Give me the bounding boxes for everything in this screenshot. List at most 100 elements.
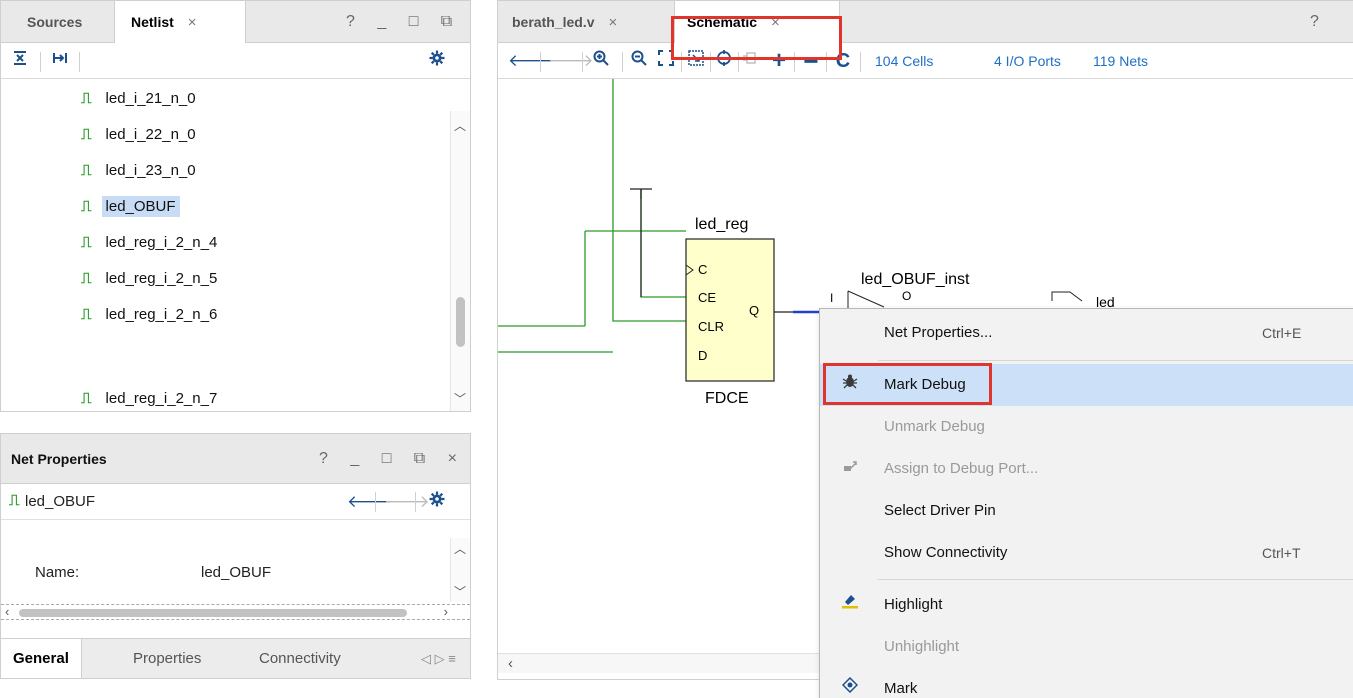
green-wires[interactable] xyxy=(498,79,686,353)
tab-berath-led[interactable]: berath_led.v × xyxy=(498,1,674,43)
toolbar-divider xyxy=(540,52,541,72)
menu-item-unhighlight[interactable]: Unhighlight xyxy=(820,626,1353,668)
menu-item-label: Show Connectivity xyxy=(884,544,1008,561)
scroll-down-icon[interactable]: ﹀ xyxy=(454,585,467,599)
fdce-cell[interactable] xyxy=(685,238,775,382)
cells-count-link[interactable]: 104 Cells xyxy=(875,53,934,69)
tree-item-label: led_reg_i_2_n_7 xyxy=(105,390,218,407)
scroll-right-icon[interactable]: › xyxy=(443,604,448,619)
tree-item[interactable]: ⎍led_reg_i_2_n_5 xyxy=(81,267,221,291)
properties-hscroll[interactable]: ‹ › xyxy=(1,604,470,620)
tree-item-label: led_reg_i_2_n_6 xyxy=(105,306,218,323)
close-icon[interactable]: × xyxy=(771,14,780,31)
io-ports-count-link[interactable]: 4 I/O Ports xyxy=(994,53,1061,69)
output-port-symbol[interactable] xyxy=(1051,291,1083,302)
net-icon: ⎍ xyxy=(81,198,92,215)
close-icon[interactable]: × xyxy=(608,14,618,31)
cell-type-label: FDCE xyxy=(705,390,749,407)
scroll-down-icon[interactable]: ﹀ xyxy=(454,392,467,406)
back-arrow-icon[interactable]: 🡐 xyxy=(347,492,393,511)
expand-all-icon[interactable] xyxy=(49,43,71,79)
tree-item[interactable]: ⎍led_i_21_n_0 xyxy=(81,87,200,111)
obuf-pin-o-label: O xyxy=(902,289,911,303)
pin-q-label: Q xyxy=(749,303,759,318)
nets-count-link[interactable]: 119 Nets xyxy=(1093,53,1148,69)
toolbar-divider xyxy=(40,52,41,72)
netlist-panel: Sources Netlist × ? _ □ ⧉ ⎍led_i_21_n_0 ⎍… xyxy=(0,0,471,412)
scroll-left-icon[interactable]: ‹ xyxy=(5,604,10,619)
tab-general[interactable]: General xyxy=(1,639,82,678)
toolbar-divider xyxy=(79,52,80,72)
tab-connectivity[interactable]: Connectivity xyxy=(259,639,341,678)
name-label: Name: xyxy=(35,564,80,581)
menu-item-show-connectivity[interactable]: Show Connectivity Ctrl+T xyxy=(820,532,1353,574)
menu-item-mark-debug[interactable]: Mark Debug xyxy=(820,364,1353,406)
tree-item[interactable]: ⎍led_i_22_n_0 xyxy=(81,123,200,147)
menu-item-assign-debug-port[interactable]: Assign to Debug Port... xyxy=(820,448,1353,490)
menu-item-select-driver-pin[interactable]: Select Driver Pin xyxy=(820,490,1353,532)
netlist-scrollbar[interactable]: ︿ ﹀ xyxy=(450,111,470,411)
scroll-up-icon[interactable]: ︿ xyxy=(454,542,467,556)
zoom-in-icon[interactable] xyxy=(590,43,612,79)
menu-item-highlight[interactable]: Highlight xyxy=(820,584,1353,626)
menu-item-mark[interactable]: Mark xyxy=(820,668,1353,698)
net-icon: ⎍ xyxy=(81,390,92,407)
menu-item-label: Highlight xyxy=(884,596,943,613)
tab-sources[interactable]: Sources xyxy=(11,1,111,43)
gear-icon[interactable] xyxy=(426,43,448,79)
pin-ce-label: CE xyxy=(698,290,716,305)
window-controls[interactable]: ? _ □ ⧉ × xyxy=(319,450,467,467)
pin-c-label: C xyxy=(698,262,707,277)
tab-label: Netlist xyxy=(131,14,174,30)
window-controls[interactable]: ? □ xyxy=(1310,13,1328,72)
tree-item-label: led_OBUF xyxy=(101,196,180,217)
back-arrow-icon[interactable]: 🡐 xyxy=(508,51,554,70)
schematic-toolbar: 🡐 🡒 + − C 104 Cells 4 I/O P xyxy=(498,43,1353,79)
mark-icon xyxy=(838,668,862,698)
window-controls[interactable]: ? _ □ ⧉ xyxy=(346,13,462,30)
tree-item[interactable]: ⎍ led_reg_i_2_n_7 xyxy=(81,387,221,411)
forward-arrow-icon[interactable]: 🡒 xyxy=(548,51,594,70)
tree-item-label: led_reg_i_2_n_4 xyxy=(105,234,218,251)
tab-netlist[interactable]: Netlist × xyxy=(114,1,246,44)
obuf-symbol[interactable] xyxy=(847,290,885,308)
menu-item-label: Unhighlight xyxy=(884,638,960,655)
forward-arrow-icon[interactable]: 🡒 xyxy=(384,492,430,511)
properties-tabs: General Properties Connectivity ◁ ▷ ≡ xyxy=(1,638,470,678)
highlight-icon xyxy=(838,584,862,626)
net-icon: ⎍ xyxy=(81,126,92,143)
close-icon[interactable]: × xyxy=(187,14,197,31)
tab-scroll-controls[interactable]: ◁ ▷ ≡ xyxy=(421,651,456,666)
zoom-out-icon[interactable] xyxy=(628,43,650,79)
net-properties-header: Net Properties ? _ □ ⧉ × xyxy=(1,434,470,484)
scroll-thumb[interactable] xyxy=(456,297,465,347)
pin-d-label: D xyxy=(698,348,707,363)
tab-schematic[interactable]: Schematic× xyxy=(674,1,840,44)
tab-properties[interactable]: Properties xyxy=(133,639,201,678)
schematic-tabbar: berath_led.v × Schematic× ? □ xyxy=(498,1,1353,72)
collapse-all-icon[interactable] xyxy=(9,43,31,79)
scroll-left-icon[interactable]: ‹ xyxy=(508,655,513,672)
netlist-toolbar xyxy=(1,43,470,79)
tree-item-selected[interactable]: ⎍ led_OBUF xyxy=(81,195,180,219)
tree-item[interactable]: ⎍led_i_23_n_0 xyxy=(81,159,200,183)
tree-item-label: led_reg_i_2_n_5 xyxy=(105,270,218,287)
net-name: led_OBUF xyxy=(25,493,96,510)
toolbar-divider xyxy=(375,492,376,512)
tree-item[interactable]: ⎍led_reg_i_2_n_4 xyxy=(81,231,221,255)
obuf-name-label: led_OBUF_inst xyxy=(861,271,970,288)
clock-pin-symbol xyxy=(685,264,694,276)
expand-icon[interactable]: + xyxy=(771,47,786,74)
scroll-up-icon[interactable]: ︿ xyxy=(454,119,467,133)
toolbar-divider xyxy=(681,52,682,72)
gear-icon[interactable] xyxy=(426,484,448,520)
scroll-thumb[interactable] xyxy=(19,609,407,617)
net-icon: ⎍ xyxy=(9,492,20,509)
menu-item-net-properties[interactable]: Net Properties... Ctrl+E xyxy=(820,312,1353,354)
tree-item[interactable]: ⎍led_reg_i_2_n_6 xyxy=(81,303,221,327)
tab-label: berath_led.v xyxy=(512,14,595,30)
schematic-canvas[interactable]: C CE CLR D Q led_reg FDCE led_OBUF_inst … xyxy=(498,79,1353,647)
properties-vscroll[interactable]: ︿ ﹀ xyxy=(450,538,470,602)
menu-item-unmark-debug[interactable]: Unmark Debug xyxy=(820,406,1353,448)
collapse-icon[interactable]: − xyxy=(803,46,819,76)
